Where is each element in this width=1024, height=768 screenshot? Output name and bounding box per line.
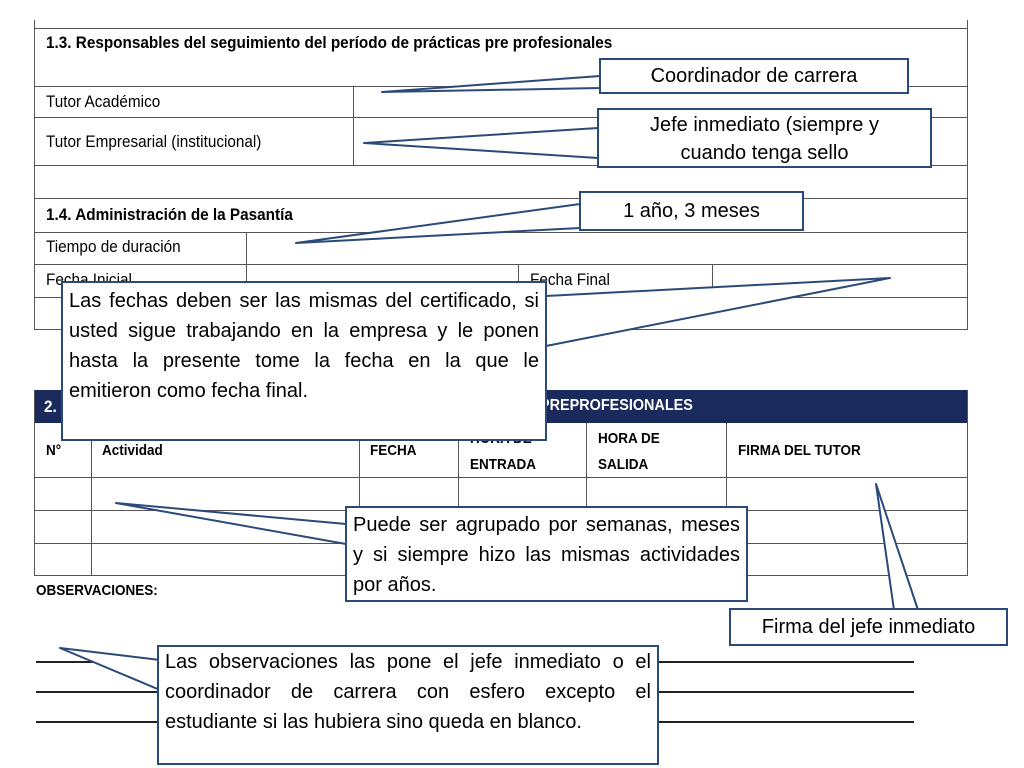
tiempo-duracion-label: Tiempo de duración <box>46 237 181 256</box>
col-fecha: FECHA <box>370 442 417 459</box>
callout-fechas-text: Las fechas deben ser las mismas del cert… <box>69 290 539 402</box>
section-2-title: PREPROFESIONALES <box>540 397 693 414</box>
callout-firma-jefe-text: Firma del jefe inmediato <box>761 616 976 638</box>
form-col-divider <box>726 423 727 576</box>
form-col-divider <box>91 423 92 576</box>
callout-jefe-inmediato: Jefe inmediato (siempre y cuando tenga s… <box>597 108 932 168</box>
callout-coordinador-text: Coordinador de carrera <box>650 65 858 87</box>
form-col-divider <box>518 264 519 297</box>
col-hora-salida-1: HORA DE <box>598 430 660 447</box>
col-hora-salida-2: SALIDA <box>598 456 649 473</box>
tutor-empresarial-label: Tutor Empresarial (institucional) <box>46 132 262 151</box>
fecha-final-label: Fecha Final <box>530 270 610 289</box>
form-rule <box>34 264 968 265</box>
callout-observaciones: Las observaciones las pone el jefe inmed… <box>157 645 659 765</box>
form-col-divider <box>359 423 360 576</box>
form-col-divider <box>712 264 713 297</box>
callout-fechas: Las fechas deben ser las mismas del cert… <box>61 281 547 441</box>
col-firma: FIRMA DEL TUTOR <box>738 442 861 459</box>
callout-jefe-line-1: Jefe inmediato (siempre y <box>650 114 879 136</box>
callout-observaciones-text: Las observaciones las pone el jefe inmed… <box>165 651 651 733</box>
section-13-title: 1.3. Responsables del seguimiento del pe… <box>46 33 613 52</box>
pointer-duracion <box>295 203 581 244</box>
callout-duracion-text: 1 año, 3 meses <box>623 200 760 222</box>
tutor-academico-label: Tutor Académico <box>46 92 161 111</box>
form-border-right <box>967 20 968 330</box>
form-rule <box>34 117 968 118</box>
col-actividad: Actividad <box>102 442 163 459</box>
observation-line <box>36 691 160 693</box>
form-col-divider <box>586 423 587 576</box>
form-border-left <box>34 390 35 576</box>
callout-firma-jefe: Firma del jefe inmediato <box>729 608 1008 646</box>
callout-duracion: 1 año, 3 meses <box>579 191 804 231</box>
pointer-firma <box>875 483 919 611</box>
observation-line <box>658 721 914 723</box>
form-rule <box>34 28 968 29</box>
callout-agrupado: Puede ser agrupado por semanas, meses y … <box>345 506 748 602</box>
pointer-observaciones <box>59 647 161 691</box>
observation-line <box>658 691 914 693</box>
section-2-number: 2. <box>44 397 57 416</box>
pointer-fechas <box>545 277 891 347</box>
form-rule <box>34 477 968 478</box>
form-col-divider <box>246 232 247 297</box>
observation-line <box>36 721 160 723</box>
form-rule <box>34 198 968 199</box>
observaciones-label: OBSERVACIONES: <box>36 582 158 599</box>
form-col-divider <box>353 86 354 165</box>
pointer-agrupado <box>115 502 347 545</box>
form-border-left <box>34 20 35 330</box>
callout-jefe-line-2: cuando tenga sello <box>680 142 849 164</box>
form-border-right <box>967 390 968 576</box>
callout-agrupado-text: Puede ser agrupado por semanas, meses y … <box>353 514 740 596</box>
callout-coordinador: Coordinador de carrera <box>599 58 909 94</box>
pointer-jefe <box>363 127 599 159</box>
observation-line <box>658 661 914 663</box>
pointer-coordinador <box>381 75 601 93</box>
section-14-title: 1.4. Administración de la Pasantía <box>46 205 293 224</box>
col-hora-entrada-2: ENTRADA <box>470 456 537 473</box>
form-rule <box>34 165 968 166</box>
form-col-divider <box>458 423 459 576</box>
col-num: N° <box>46 442 62 459</box>
